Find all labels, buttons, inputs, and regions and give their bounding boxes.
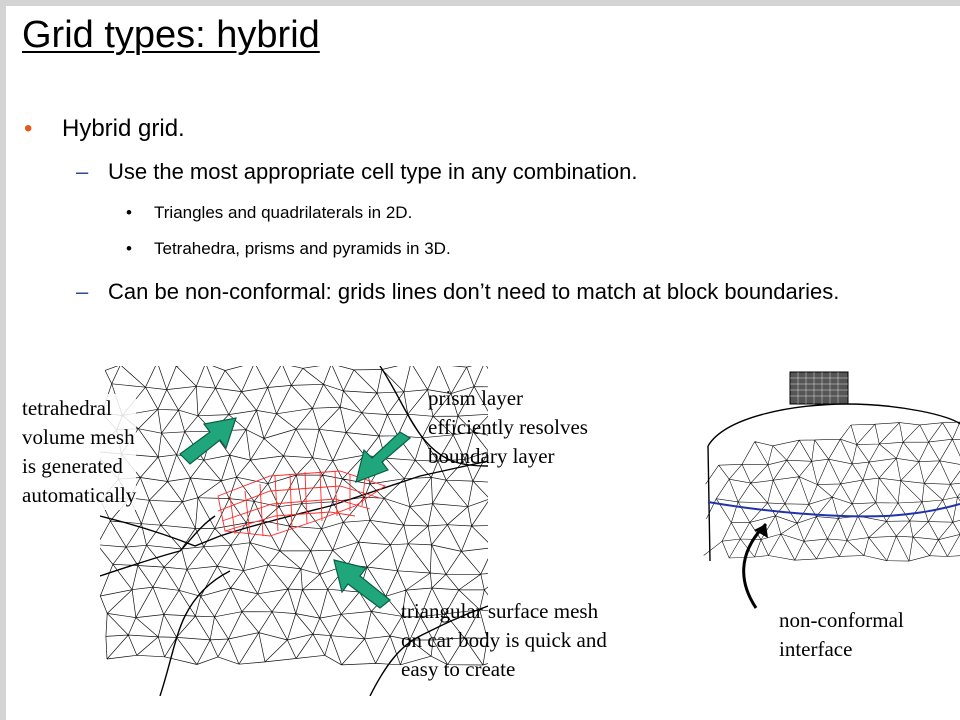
subbullet-non-conformal: – Can be non-conformal: grids lines don’… — [76, 277, 938, 307]
bullet-hybrid-grid: • Hybrid grid. — [24, 114, 185, 144]
mesh-lines — [703, 421, 960, 562]
subsubbullet-text: Triangles and quadrilaterals in 2D. — [154, 203, 413, 222]
hybrid-mesh-figure — [100, 366, 488, 696]
interface-line — [707, 501, 960, 518]
subbullet-text: Can be non-conformal: grids lines don’t … — [108, 279, 840, 304]
page-border — [0, 0, 960, 6]
subsubbullet-3d: • Tetrahedra, prisms and pyramids in 3D. — [126, 237, 451, 261]
annotation-tetrahedral: tetrahedral volume mesh is generated aut… — [22, 394, 137, 510]
slide-title: Grid types: hybrid — [22, 14, 320, 56]
bullet-marker: • — [126, 239, 132, 258]
subsubbullet-text: Tetrahedra, prisms and pyramids in 3D. — [154, 239, 451, 258]
dash-marker: – — [76, 159, 89, 184]
bullet-marker: • — [126, 203, 132, 222]
subbullet-text: Use the most appropriate cell type in an… — [108, 159, 638, 184]
curved-arrow-icon — [742, 522, 768, 609]
page-border-left — [0, 0, 6, 720]
car-body-mesh-image — [100, 366, 488, 696]
subsubbullet-2d: • Triangles and quadrilaterals in 2D. — [126, 201, 412, 225]
cylinder-mesh-image — [703, 371, 960, 562]
arrow-surface-icon — [333, 559, 391, 609]
annotation-prism-layer: prism layer efficiently resolves boundar… — [428, 386, 588, 468]
arrow-tet-icon — [179, 417, 237, 465]
non-conformal-figure — [686, 366, 960, 571]
bullet-text: Hybrid grid. — [62, 115, 185, 142]
subbullet-cell-type: – Use the most appropriate cell type in … — [76, 157, 638, 187]
prism-layer-mesh — [217, 470, 387, 537]
annotation-interface: non-conformal interface — [779, 608, 904, 661]
annotation-surface-mesh: triangular surface mesh on car body is q… — [401, 599, 607, 681]
mesh-lines — [100, 366, 488, 666]
bullet-marker: • — [24, 115, 33, 142]
arrow-prism-icon — [355, 431, 412, 483]
dash-marker: – — [76, 279, 89, 304]
